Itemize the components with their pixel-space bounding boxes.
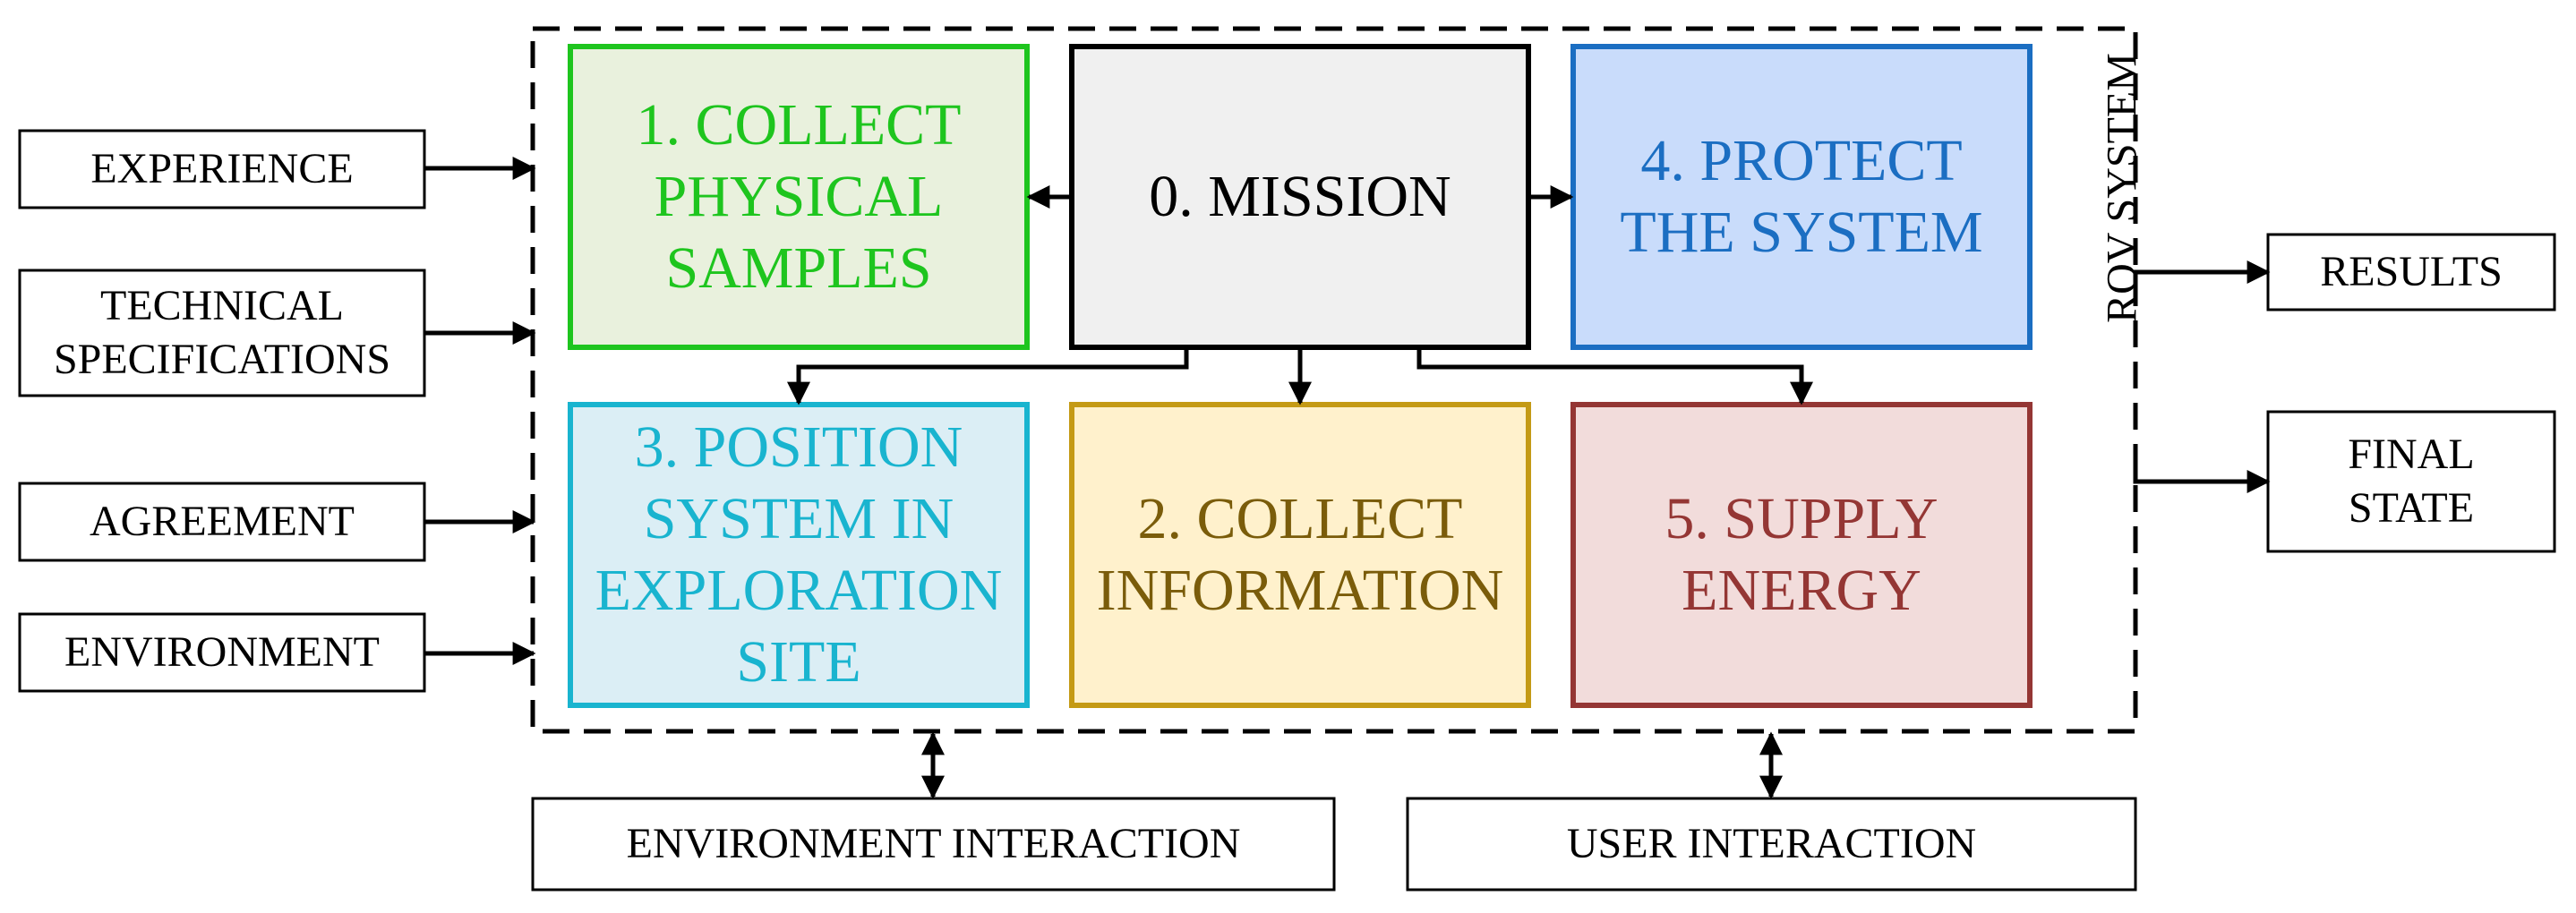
box-collect-physical-samples: [568, 44, 1030, 350]
input-agreement: AGREEMENT: [20, 483, 424, 560]
input-environment-label: ENVIRONMENT: [64, 628, 380, 676]
box-position-system: [568, 402, 1030, 708]
input-technical-specifications-label: TECHNICAL SPECIFICATIONS: [53, 282, 391, 383]
function-position-system-label: 3. POSITION SYSTEM IN EXPLORATION SITE: [595, 414, 1003, 695]
user-interaction-label: USER INTERACTION: [1566, 820, 1977, 867]
rov-system-boundary: [530, 26, 2138, 734]
function-protect-the-system: 4. PROTECT THE SYSTEM: [1573, 47, 2030, 347]
arrow-results: [2133, 260, 2271, 304]
environment-interaction-label: ENVIRONMENT INTERACTION: [626, 820, 1241, 867]
input-box-technical-specifications: [18, 269, 426, 397]
output-results: RESULTS: [2268, 235, 2555, 310]
box-protect-the-system: [1570, 44, 2033, 350]
environment-interaction: ENVIRONMENT INTERACTION: [533, 798, 1334, 890]
arrow-mission-to-position: [787, 347, 1189, 405]
input-experience: EXPERIENCE: [20, 131, 424, 208]
function-protect-the-system-label: 4. PROTECT THE SYSTEM: [1620, 128, 1983, 265]
function-collect-physical-samples: 1. COLLECT PHYSICAL SAMPLES: [570, 47, 1027, 347]
function-supply-energy: 5. SUPPLY ENERGY: [1573, 405, 2030, 705]
arrow-final-state: [2133, 456, 2271, 493]
output-results-label: RESULTS: [2320, 248, 2503, 295]
function-supply-energy-label: 5. SUPPLY ENERGY: [1665, 486, 1938, 623]
output-box-final-state: [2266, 410, 2556, 553]
output-box-results: [2266, 233, 2556, 311]
input-agreement-label: AGREEMENT: [90, 498, 355, 545]
box-supply-energy: [1570, 402, 2033, 708]
user-interaction: USER INTERACTION: [1408, 798, 2135, 890]
input-box-experience: [18, 129, 426, 209]
rov-system-label: ROV SYSTEM: [2098, 53, 2146, 323]
function-mission-label: 0. MISSION: [1149, 164, 1451, 229]
input-technical-specifications: TECHNICAL SPECIFICATIONS: [20, 270, 424, 396]
function-mission: 0. MISSION: [1072, 47, 1528, 347]
output-final-state-label: FINAL STATE: [2348, 431, 2475, 532]
input-experience-label: EXPERIENCE: [90, 145, 354, 192]
arrow-mission-to-energy: [1416, 347, 1813, 405]
input-box-environment: [18, 612, 426, 693]
function-collect-physical-samples-label: 1. COLLECT PHYSICAL SAMPLES: [636, 92, 962, 301]
box-collect-information: [1069, 402, 1531, 708]
function-collect-information-label: 2. COLLECT INFORMATION: [1096, 486, 1504, 623]
output-final-state: FINAL STATE: [2268, 412, 2555, 551]
function-position-system: 3. POSITION SYSTEM IN EXPLORATION SITE: [570, 405, 1027, 705]
input-environment: ENVIRONMENT: [20, 614, 424, 691]
function-collect-information: 2. COLLECT INFORMATION: [1072, 405, 1528, 705]
